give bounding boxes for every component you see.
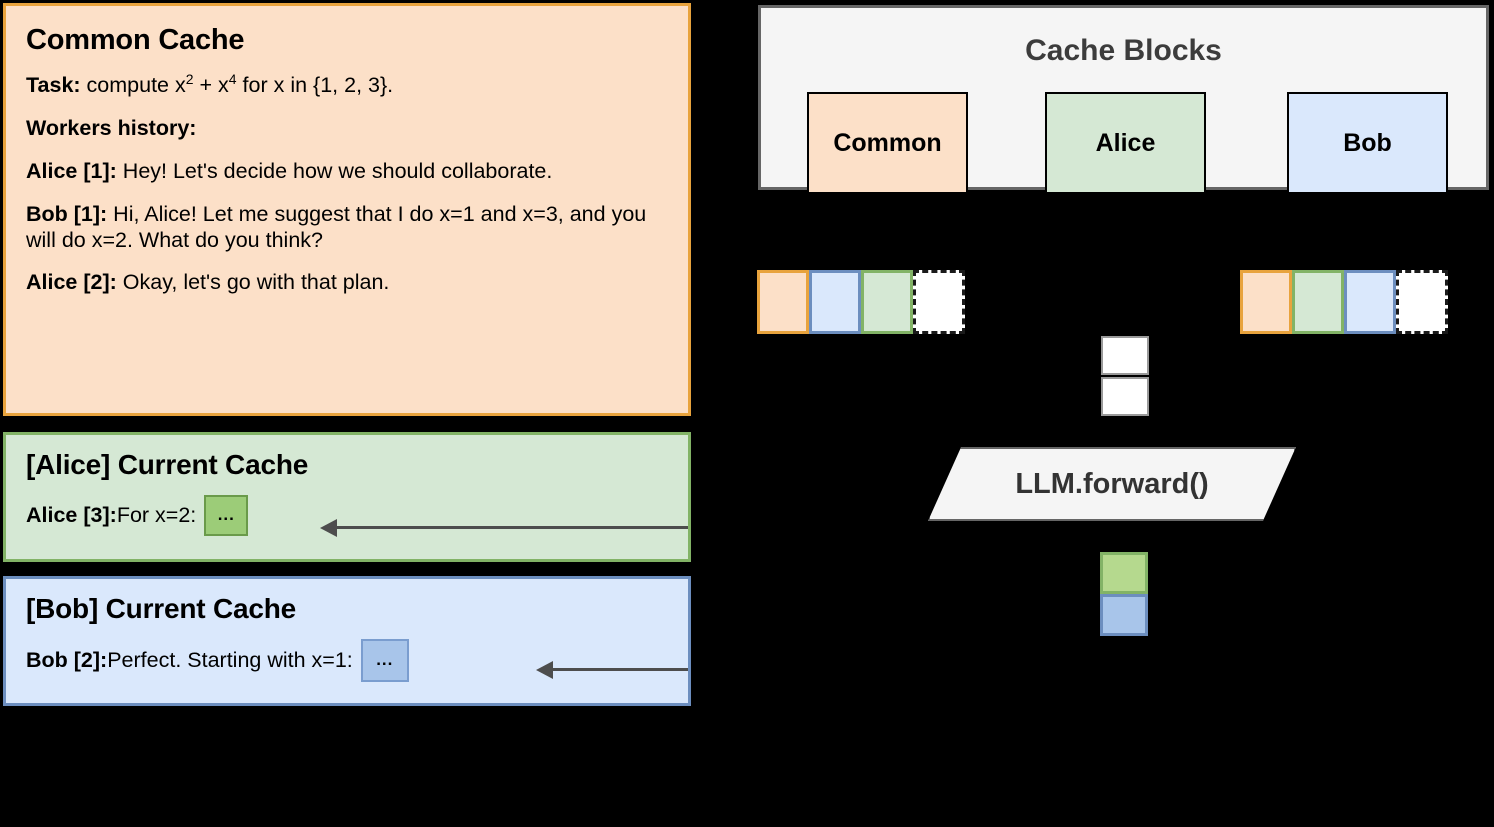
- message-text: Perfect. Starting with x=1:: [107, 647, 353, 672]
- strip-cell-common: [757, 270, 809, 334]
- cache-block-common: Common: [807, 92, 968, 194]
- message-alice-1: Alice [1]: Hey! Let's decide how we shou…: [26, 159, 668, 185]
- alice-token-placeholder: ...: [204, 495, 249, 537]
- bob-cache-message: Bob [2]: Perfect. Starting with x=1: ...: [26, 639, 668, 683]
- message-speaker: Alice [1]:: [26, 158, 117, 183]
- cache-strip-left: [757, 270, 965, 334]
- alice-token-arrow-head: [320, 518, 337, 537]
- workers-history-label: Workers history:: [26, 116, 668, 142]
- message-text: Hi, Alice! Let me suggest that I do x=1 …: [26, 201, 647, 252]
- bob-cache-title: [Bob] Current Cache: [26, 593, 296, 624]
- task-label: Task:: [26, 73, 81, 98]
- strip-cell-empty: [1396, 270, 1448, 334]
- common-cache-title: Common Cache: [26, 24, 245, 56]
- message-speaker: Alice [2]:: [26, 270, 117, 295]
- bob-token-arrow-head: [536, 660, 553, 679]
- task-exponent-2: 4: [228, 71, 237, 88]
- strip-cell-empty: [913, 270, 965, 334]
- message-alice-2: Alice [2]: Okay, let's go with that plan…: [26, 270, 668, 296]
- output-block-alice: [1100, 552, 1148, 594]
- input-block-bottom: [1101, 377, 1149, 416]
- task-text-post: for x in {1, 2, 3}.: [236, 73, 394, 98]
- bob-current-cache-panel: [Bob] Current Cache Bob [2]: Perfect. St…: [3, 576, 691, 706]
- cache-blocks-title: Cache Blocks: [1025, 34, 1222, 67]
- input-block-top: [1101, 336, 1149, 375]
- message-speaker: Bob [1]:: [26, 201, 108, 226]
- llm-forward-node: LLM.forward(): [928, 447, 1296, 521]
- cache-block-bob: Bob: [1287, 92, 1448, 194]
- task-exponent-1: 2: [185, 71, 194, 88]
- bob-token-arrow-line: [549, 668, 688, 671]
- task-text-pre: compute x: [80, 73, 186, 98]
- alice-cache-message: Alice [3]: For x=2: ...: [26, 495, 668, 537]
- strip-cell-bob: [809, 270, 861, 334]
- cache-blocks-panel: Cache Blocks Common Alice Bob: [758, 5, 1489, 194]
- strip-cell-common: [1240, 270, 1292, 334]
- common-cache-panel: Common Cache Task: compute x2 + x4 for x…: [3, 3, 691, 416]
- cache-strip-right: [1240, 270, 1448, 334]
- message-bob-1: Bob [1]: Hi, Alice! Let me suggest that …: [26, 202, 668, 254]
- workers-history-text: Workers history:: [26, 116, 197, 141]
- message-text: Okay, let's go with that plan.: [116, 270, 390, 295]
- message-text: Hey! Let's decide how we should collabor…: [116, 158, 553, 183]
- cache-block-alice: Alice: [1045, 92, 1206, 194]
- alice-token-arrow-line: [333, 526, 688, 529]
- message-speaker: Bob [2]:: [26, 647, 108, 672]
- message-text: For x=2:: [116, 502, 197, 527]
- strip-cell-alice: [861, 270, 913, 334]
- message-speaker: Alice [3]:: [26, 502, 117, 527]
- strip-cell-alice: [1292, 270, 1344, 334]
- task-text-mid: + x: [193, 73, 229, 98]
- strip-cell-bob: [1344, 270, 1396, 334]
- task-line: Task: compute x2 + x4 for x in {1, 2, 3}…: [26, 71, 668, 99]
- alice-current-cache-panel: [Alice] Current Cache Alice [3]: For x=2…: [3, 432, 691, 562]
- alice-cache-title: [Alice] Current Cache: [26, 449, 309, 480]
- bob-token-placeholder: ...: [360, 639, 409, 683]
- output-block-bob: [1100, 594, 1148, 636]
